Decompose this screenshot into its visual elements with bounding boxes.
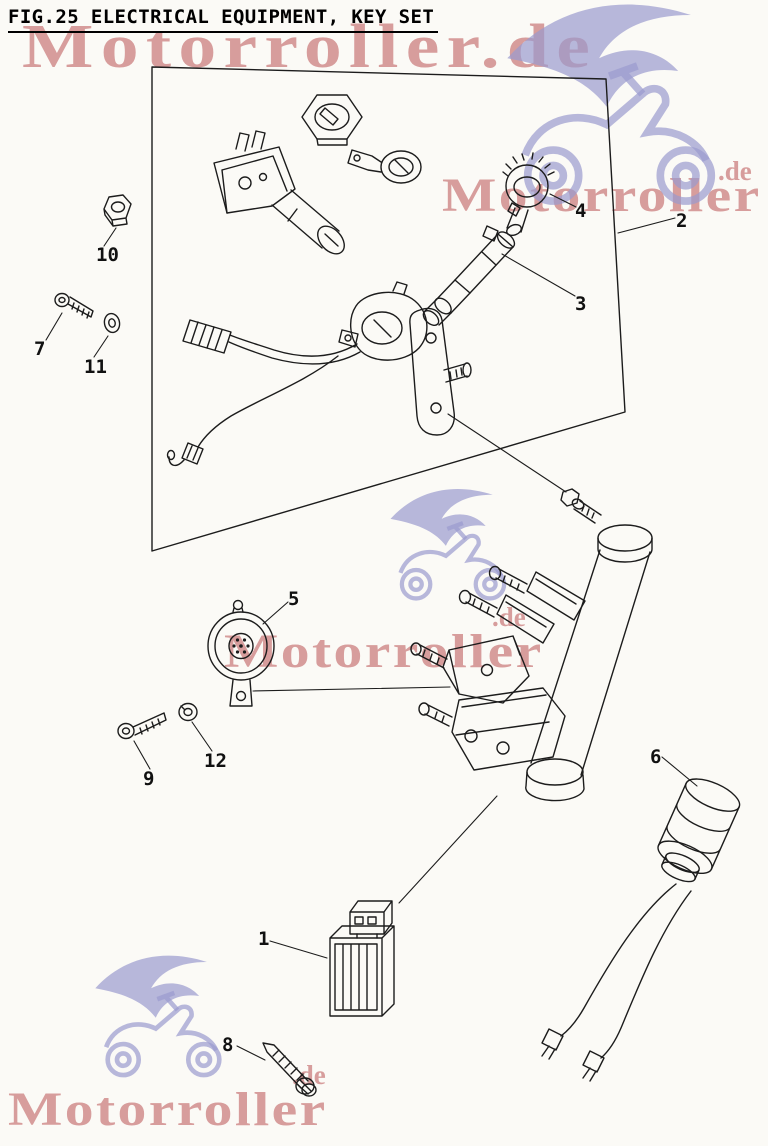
flasher-relay-part6 <box>541 778 741 1082</box>
washer-part11 <box>103 312 121 334</box>
steering-bracket-assembly <box>410 488 653 802</box>
part-label-6: 6 <box>650 746 662 768</box>
part-label-11: 11 <box>84 356 107 378</box>
screw-part8 <box>262 1042 317 1097</box>
assembly-box-outline <box>151 66 626 552</box>
part-label-12: 12 <box>204 750 227 772</box>
part-label-4: 4 <box>575 200 587 222</box>
part-label-10: 10 <box>96 244 119 266</box>
part-label-3: 3 <box>575 293 587 315</box>
watermark-suffix-middle: .de <box>492 602 526 632</box>
part-label-5: 5 <box>288 588 300 610</box>
small-lock-cylinder <box>347 149 422 184</box>
part-label-7: 7 <box>34 338 46 360</box>
part-label-2: 2 <box>676 210 688 232</box>
wire-harness <box>166 319 361 467</box>
lock-ring-nut <box>301 94 363 146</box>
part-label-9: 9 <box>143 768 155 790</box>
nut-part10 <box>103 194 132 227</box>
figure-title: FIG.25 ELECTRICAL EQUIPMENT, KEY SET <box>8 6 439 33</box>
screw-part9 <box>117 712 167 740</box>
figure-title-text: FIG.25 ELECTRICAL EQUIPMENT, KEY SET <box>8 6 435 28</box>
watermark-suffix-top-right: .de <box>718 156 752 186</box>
part-label-8: 8 <box>222 1034 234 1056</box>
ignition-key-unit <box>213 130 345 255</box>
part-label-1: 1 <box>258 928 270 950</box>
watermark-text-middle: Motorroller <box>224 625 544 678</box>
washer-part12 <box>178 702 198 722</box>
key-cap-part4 <box>502 152 555 237</box>
lock-barrel-part3 <box>422 225 516 326</box>
callout-lines <box>45 193 698 1061</box>
cdi-unit-part1 <box>329 900 395 1017</box>
horn-part5 <box>207 599 275 707</box>
watermark-text-top-left: Motorroller.de <box>22 13 598 81</box>
main-switch-assembly <box>338 281 472 436</box>
watermark-text-bottom: Motorroller <box>8 1083 328 1136</box>
screw-part7 <box>54 292 94 319</box>
